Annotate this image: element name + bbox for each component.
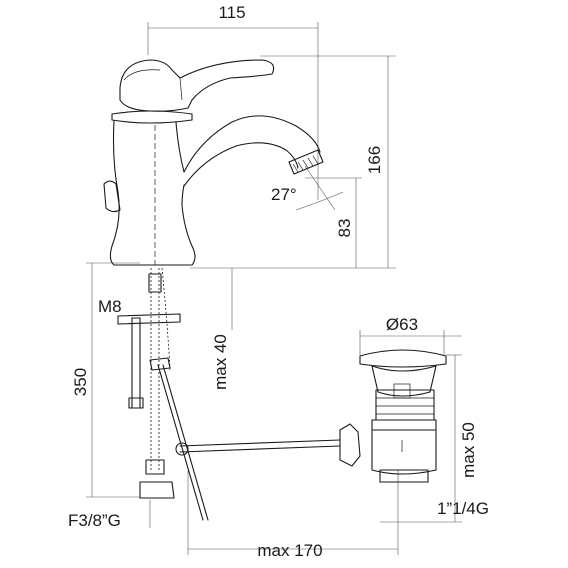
- max-deck-label: max 40: [211, 334, 230, 390]
- spout-height-label: 83: [335, 219, 354, 238]
- waste-assembly: [359, 349, 447, 483]
- faucet-body: [103, 59, 324, 266]
- dimension-labels: 115 166 27° 83 M8 max 40 350 Ø63 max 50 …: [68, 3, 489, 560]
- hose-length-label: 350: [71, 368, 90, 396]
- fixings-and-hoses: [117, 267, 361, 521]
- spout-angle-label: 27°: [271, 185, 297, 204]
- waste-thread-label: 1”1/4G: [437, 499, 489, 518]
- waste-diameter-label: Ø63: [386, 315, 418, 334]
- fixing-rod-label: M8: [98, 297, 122, 316]
- max-waste-height-label: max 50: [459, 422, 478, 478]
- dimension-lines: [86, 22, 462, 555]
- height-total-label: 166: [365, 146, 384, 174]
- max-rod-length-label: max 170: [257, 541, 322, 560]
- hose-connection-label: F3/8”G: [68, 511, 121, 530]
- width-top-label: 115: [218, 3, 245, 22]
